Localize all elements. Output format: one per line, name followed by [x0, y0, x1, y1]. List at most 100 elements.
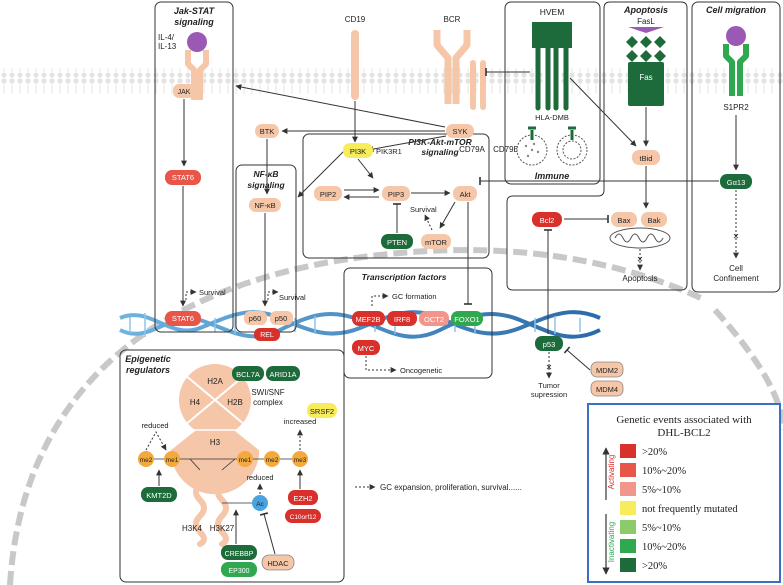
ep300-node	[221, 562, 257, 577]
me2-a-node	[138, 451, 154, 467]
cd79b-label: CD79B	[493, 145, 519, 154]
pi3k-to-pip3-arrow	[357, 158, 374, 179]
legend-title-1: Genetic events associated with	[616, 414, 752, 426]
legend-title-2: DHL-BCL2	[657, 427, 710, 439]
reduced-label-1: reduced	[141, 421, 168, 430]
foxo1-label: FOXO1	[454, 315, 479, 324]
ga13-label: Gα13	[727, 178, 746, 187]
gc-formation-label: GC formation	[392, 292, 437, 301]
nfkb-title-1: NF-κB	[253, 169, 278, 179]
ezh2-node	[288, 490, 318, 505]
pip3-label: PIP3	[388, 190, 404, 199]
immune-panel	[504, 1, 601, 185]
mtor-label: mTOR	[425, 238, 448, 247]
legend-swatch-5	[620, 539, 636, 553]
oncogenetic-label: Oncogenetic	[400, 366, 442, 375]
h2b-label: H2B	[227, 398, 243, 407]
confinement-blocked-mark: ✕	[733, 232, 740, 241]
oncogenetic-arrow	[365, 356, 397, 373]
pip3-node	[382, 186, 410, 201]
mdm2-label: MDM2	[596, 366, 618, 375]
reduced-1-arrow	[145, 430, 167, 451]
hvem-stalks	[535, 45, 569, 111]
oct2-label: OCT2	[424, 315, 444, 324]
me3-node	[292, 451, 308, 467]
pip2-label: PIP2	[320, 190, 336, 199]
bax-label: Bax	[618, 216, 631, 225]
bcl7a-label: BCL7A	[236, 370, 260, 379]
h3k27-label: H3K27	[210, 524, 235, 533]
cd79b-icon	[480, 60, 486, 110]
irf8-label: IRF8	[394, 315, 410, 324]
p50-label: p50	[275, 314, 288, 323]
legend-label-2: 5%~10%	[642, 485, 681, 496]
me1-b-node	[237, 451, 253, 467]
cd79a-icon	[470, 60, 476, 110]
legend-label-0: >20%	[642, 447, 667, 458]
p53-node	[535, 336, 563, 351]
pten-node	[381, 234, 413, 249]
gc-formation-arrow	[371, 293, 389, 306]
cd19-receptor-icon	[351, 30, 359, 100]
pik3r1-label: PIK3R1	[376, 147, 402, 156]
bak-label: Bak	[648, 216, 661, 225]
pten-label: PTEN	[387, 238, 407, 247]
pi3k-title-1: PI3K-Akt-mTOR	[408, 137, 472, 147]
pi3k-title-2: signaling	[421, 147, 459, 157]
crebbp-node	[221, 545, 257, 560]
mdm4-node	[590, 380, 624, 397]
me2-b-node	[264, 451, 280, 467]
mtor-survival-arrow	[424, 214, 433, 231]
cd79a-label: CD79A	[459, 145, 485, 154]
il4-receptor-icon	[185, 50, 209, 100]
swi-snf-label-2: complex	[253, 398, 283, 407]
stat6-nuc-label: STAT6	[172, 314, 194, 323]
ep300-label: EP300	[228, 568, 249, 575]
pip2-node	[314, 186, 342, 201]
h3-label: H3	[210, 438, 221, 447]
mtor-node	[421, 234, 451, 249]
mef2b-label: MEF2B	[355, 315, 380, 324]
mdm2-node	[590, 361, 624, 378]
me2-b-label: me2	[266, 457, 279, 464]
pi3k-to-nfkb-arrow	[297, 149, 346, 198]
foxo1-node	[451, 311, 483, 326]
ac-node	[252, 495, 268, 511]
hdac-inhibits-ac	[259, 512, 276, 555]
tumor-supression-label-2: supression	[531, 390, 567, 399]
akt-node	[453, 186, 477, 201]
pi3k-node	[343, 143, 373, 158]
migration-title: Cell migration	[706, 5, 767, 15]
bcl7a-node	[232, 366, 264, 381]
arid1a-node	[266, 366, 300, 381]
tbid-node	[632, 150, 660, 165]
fasl-label: FasL	[637, 17, 655, 26]
tumor-supression-label-1: Tumor	[538, 381, 560, 390]
hvem-label: HVEM	[540, 7, 565, 17]
p60-node	[244, 311, 267, 325]
bcr-receptor-icon	[433, 30, 471, 104]
legend-label-4: 5%~10%	[642, 523, 681, 534]
apoptosis-blocked-mark: ✕	[637, 255, 644, 264]
myc-label: MYC	[358, 344, 375, 353]
fas-label: Fas	[639, 73, 652, 82]
legend-swatch-2	[620, 482, 636, 496]
inactivating-label: Inactivating	[607, 522, 616, 562]
ac-label: Ac	[256, 501, 264, 508]
legend-items: >20%10%~20%5%~10%not frequently mutated5…	[620, 444, 738, 572]
bcl2-node	[532, 212, 562, 227]
tumor-supression-blocked-mark: ✕	[546, 363, 553, 372]
legend-label-1: 10%~20%	[642, 466, 686, 477]
c10orf12-node	[285, 509, 321, 523]
s1pr2-label: S1PR2	[723, 103, 749, 112]
kmt2d-node	[141, 487, 177, 502]
arid1a-label: ARID1A	[269, 370, 296, 379]
nfkb-panel	[235, 164, 297, 333]
apoptosis-title: Apoptosis	[623, 5, 668, 15]
reduced-label-2: reduced	[246, 473, 273, 482]
apoptosis-panel-outline	[506, 1, 688, 291]
hla-dmb-label: HLA-DMB	[535, 113, 569, 122]
nfkb-label: NF-κB	[254, 201, 275, 210]
cd19-label: CD19	[345, 15, 366, 24]
